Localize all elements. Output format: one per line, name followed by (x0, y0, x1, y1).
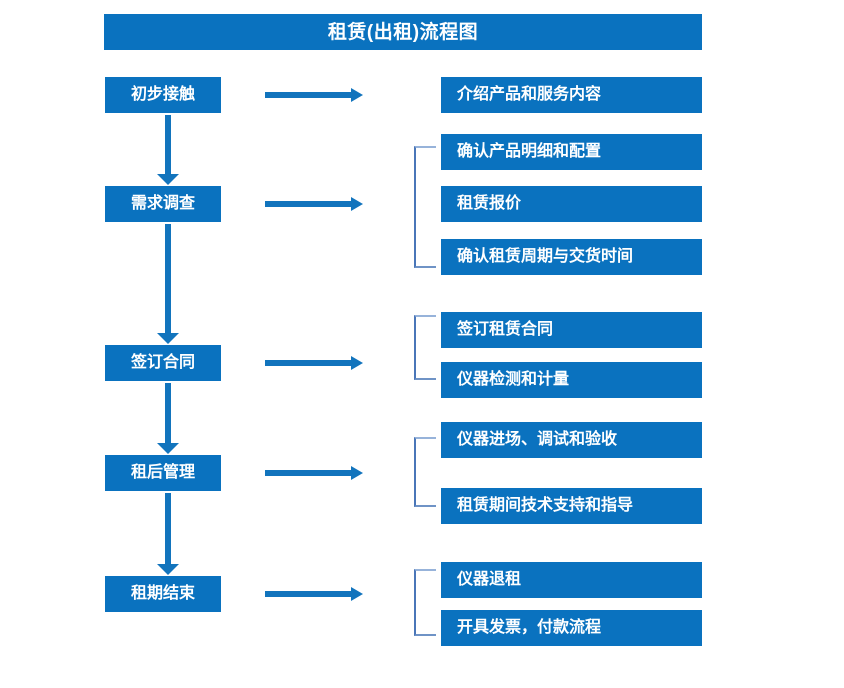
detail-label: 租赁期间技术支持和指导 (457, 497, 634, 514)
stage-label: 签订合同 (130, 354, 195, 371)
group-bracket-icon (414, 146, 436, 268)
detail-label: 仪器进场、调试和验收 (457, 431, 618, 448)
detail-box-invoice-payment-process[interactable]: 开具发票，付款流程 (441, 610, 702, 646)
detail-label: 租赁报价 (457, 195, 522, 212)
arrow-right-icon (265, 87, 363, 103)
detail-label: 仪器退租 (457, 571, 522, 588)
detail-box-instrument-return[interactable]: 仪器退租 (441, 562, 702, 598)
detail-box-sign-rental-contract[interactable]: 签订租赁合同 (441, 312, 702, 348)
stage-box-initial-contact[interactable]: 初步接触 (105, 77, 221, 113)
detail-box-intro-products-services[interactable]: 介绍产品和服务内容 (441, 77, 702, 113)
detail-label: 确认租赁周期与交货时间 (457, 248, 634, 265)
group-bracket-icon (414, 569, 436, 636)
stage-label: 租后管理 (130, 464, 195, 481)
diagram-title-text: 租赁(出租)流程图 (327, 21, 479, 43)
arrow-right-icon (265, 355, 363, 371)
stage-box-sign-contract[interactable]: 签订合同 (105, 345, 221, 381)
stage-box-lease-end[interactable]: 租期结束 (105, 576, 221, 612)
stage-label: 初步接触 (130, 86, 195, 103)
detail-label: 仪器检测和计量 (457, 371, 570, 388)
stage-label: 需求调查 (130, 195, 195, 212)
detail-box-rental-period-tech-support[interactable]: 租赁期间技术支持和指导 (441, 488, 702, 524)
detail-box-instrument-test-measure[interactable]: 仪器检测和计量 (441, 362, 702, 398)
detail-label: 开具发票，付款流程 (457, 619, 602, 636)
detail-box-confirm-period-delivery[interactable]: 确认租赁周期与交货时间 (441, 239, 702, 275)
detail-label: 确认产品明细和配置 (457, 143, 602, 160)
diagram-title-banner: 租赁(出租)流程图 (104, 14, 702, 50)
arrow-down-icon (157, 493, 179, 575)
detail-box-instrument-entry-commission-acceptance[interactable]: 仪器进场、调试和验收 (441, 422, 702, 458)
stage-label: 租期结束 (130, 585, 195, 602)
arrow-right-icon (265, 465, 363, 481)
arrow-down-icon (157, 224, 179, 344)
arrow-down-icon (157, 383, 179, 454)
arrow-right-icon (265, 586, 363, 602)
detail-label: 签订租赁合同 (457, 321, 554, 338)
stage-box-post-rental-mgmt[interactable]: 租后管理 (105, 455, 221, 491)
stage-box-demand-survey[interactable]: 需求调查 (105, 186, 221, 222)
detail-box-rental-quotation[interactable]: 租赁报价 (441, 186, 702, 222)
detail-box-confirm-product-spec[interactable]: 确认产品明细和配置 (441, 134, 702, 170)
arrow-down-icon (157, 115, 179, 185)
group-bracket-icon (414, 315, 436, 380)
group-bracket-icon (414, 437, 436, 507)
detail-label: 介绍产品和服务内容 (457, 86, 602, 103)
arrow-right-icon (265, 196, 363, 212)
